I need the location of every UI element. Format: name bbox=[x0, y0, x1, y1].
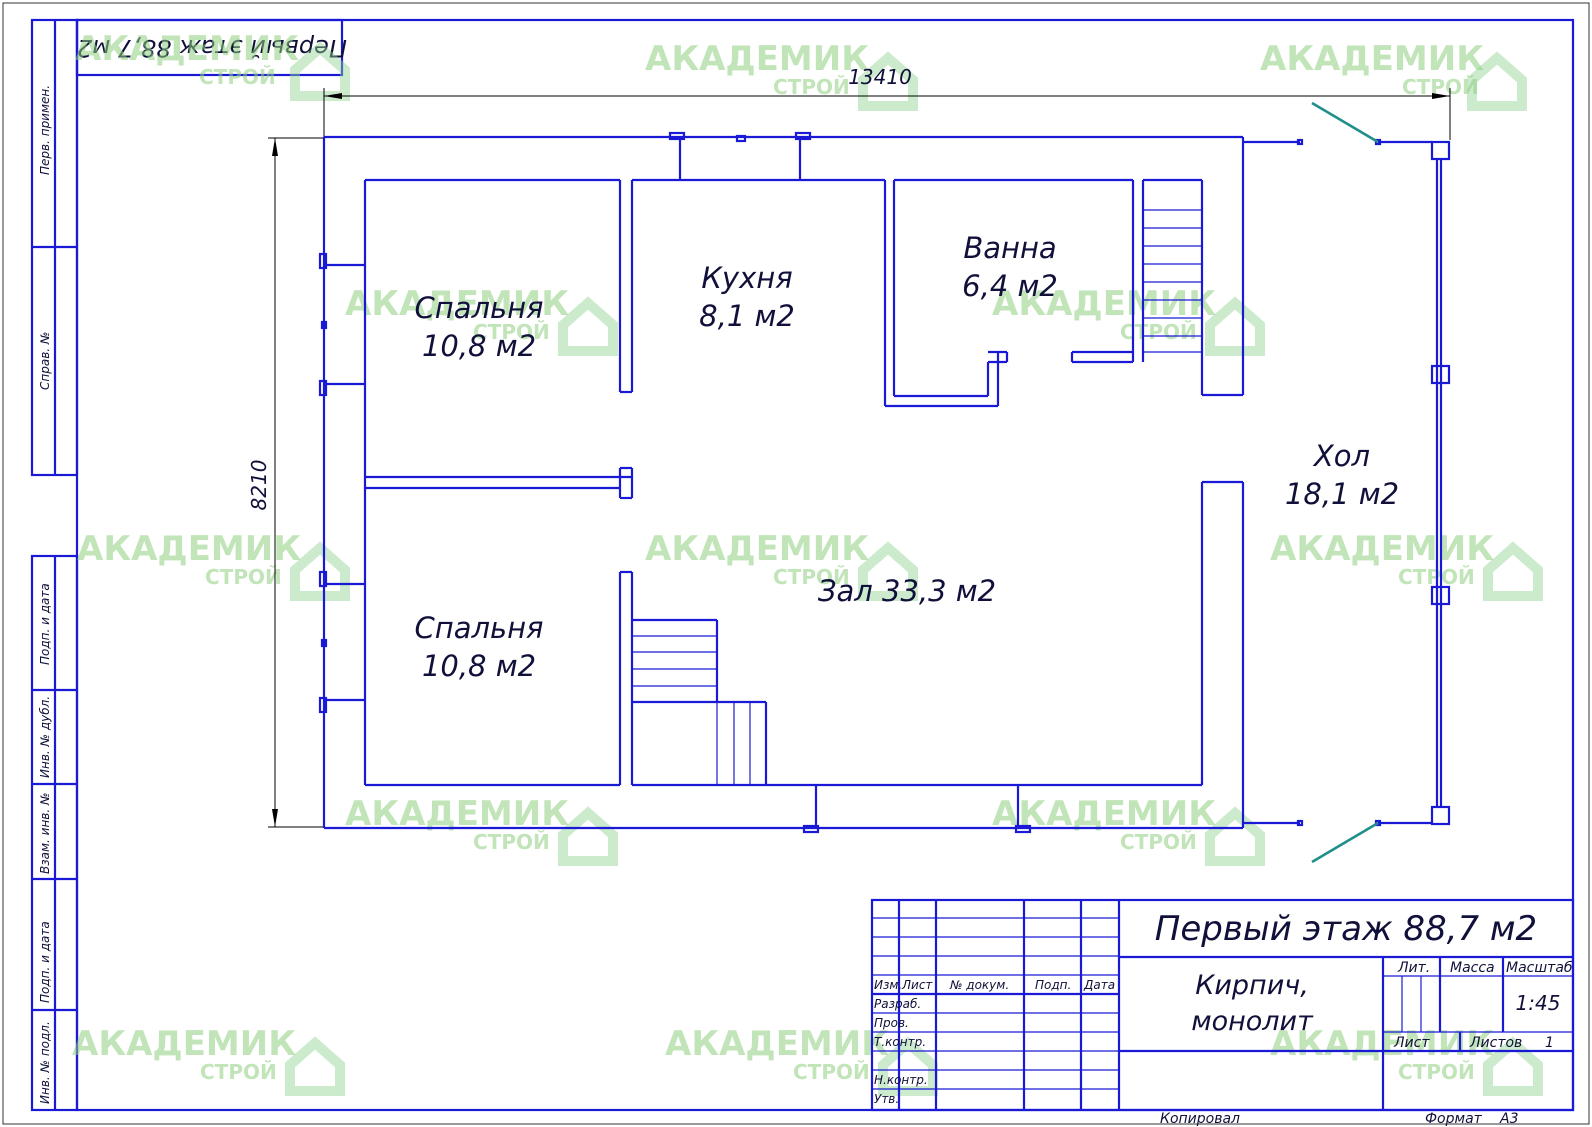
watermark-13-house-icon bbox=[1483, 1036, 1543, 1096]
stamp-inv-podl: Инв. № подл. bbox=[38, 1021, 52, 1104]
watermark-5-house-icon bbox=[1205, 296, 1265, 356]
watermark-2-house-icon bbox=[858, 51, 918, 111]
watermark-1-house-icon bbox=[290, 41, 350, 101]
room-labels: Спальня 10,8 м2 Кухня 8,1 м2 Ванна 6,4 м… bbox=[414, 231, 1399, 683]
tb-role-razrab: Разраб. bbox=[874, 997, 921, 1011]
tb-material-line2: монолит bbox=[1191, 1006, 1314, 1037]
room-hall-area: 18,1 м2 bbox=[1285, 477, 1399, 511]
watermark-13-line2: СТРОЙ bbox=[1398, 1060, 1475, 1084]
watermark-11-house-icon bbox=[285, 1036, 345, 1096]
veranda-door-bottom bbox=[1311, 821, 1379, 864]
watermark-6-line2: СТРОЙ bbox=[205, 565, 282, 589]
room-bedroom-1-name: Спальня bbox=[414, 291, 543, 325]
tb-role-utv: Утв. bbox=[874, 1092, 899, 1106]
dimension-width: 13410 bbox=[323, 65, 1451, 140]
watermark-8-house-icon bbox=[1483, 541, 1543, 601]
tb-scale-label: Масштаб bbox=[1506, 960, 1573, 976]
watermark-9-house-icon bbox=[558, 806, 618, 866]
tb-col-data: Дата bbox=[1083, 978, 1115, 992]
footer-copied: Копировал bbox=[1160, 1111, 1240, 1127]
stamp-sprav: Справ. № bbox=[38, 332, 52, 390]
dimension-width-label: 13410 bbox=[848, 65, 912, 89]
tb-sheets-value: 1 bbox=[1545, 1035, 1554, 1051]
dimension-height: 8210 bbox=[247, 137, 324, 828]
watermark-5-line2: СТРОЙ bbox=[1120, 320, 1197, 344]
watermark-2-line2: СТРОЙ bbox=[773, 75, 850, 99]
tb-role-prov: Пров. bbox=[874, 1016, 909, 1030]
floor-plan bbox=[318, 101, 1451, 864]
tb-col-izm: Изм. bbox=[874, 978, 902, 992]
watermark-5-line1: АКАДЕМИК bbox=[992, 284, 1216, 324]
room-hall-name: Хол bbox=[1312, 439, 1370, 473]
watermark-1-line2: СТРОЙ bbox=[199, 65, 276, 89]
corner-title-box: Первый этаж 88,7 м2 bbox=[75, 18, 347, 77]
watermark-11-line1: АКАДЕМИК bbox=[72, 1024, 296, 1064]
footer-format-label: Формат bbox=[1425, 1111, 1483, 1127]
room-bedroom-2-area: 10,8 м2 bbox=[422, 649, 536, 683]
watermark-2-line1: АКАДЕМИК bbox=[645, 39, 869, 79]
watermark-6-line1: АКАДЕМИК bbox=[77, 529, 301, 569]
tb-sheets-label: Листов bbox=[1469, 1035, 1522, 1051]
tb-sheet-label: Лист bbox=[1393, 1035, 1430, 1051]
room-kitchen-name: Кухня bbox=[701, 261, 792, 295]
room-bath-area: 6,4 м2 bbox=[962, 269, 1058, 303]
side-stamp: Перв. примен. Справ. № Подп. и дата Инв.… bbox=[30, 18, 79, 1112]
watermark-9-line2: СТРОЙ bbox=[473, 830, 550, 854]
room-living-name: Зал 33,3 м2 bbox=[818, 574, 996, 608]
room-kitchen-area: 8,1 м2 bbox=[699, 299, 795, 333]
watermark-1-line1: АКАДЕМИК bbox=[75, 29, 299, 69]
tb-title: Первый этаж 88,7 м2 bbox=[1155, 909, 1537, 949]
tb-role-nkontr: Н.контр. bbox=[874, 1073, 928, 1087]
watermark-7-line1: АКАДЕМИК bbox=[645, 529, 869, 569]
watermark-3-line1: АКАДЕМИК bbox=[1260, 39, 1484, 79]
room-bedroom-1-area: 10,8 м2 bbox=[422, 329, 536, 363]
watermark-10-house-icon bbox=[1205, 806, 1265, 866]
watermark-4-line1: АКАДЕМИК bbox=[345, 284, 569, 324]
stamp-perv-primen: Перв. примен. bbox=[38, 85, 52, 175]
tb-mass-label: Масса bbox=[1450, 960, 1495, 976]
watermark-7-line2: СТРОЙ bbox=[773, 565, 850, 589]
dimension-height-label: 8210 bbox=[247, 460, 271, 511]
watermark-7-house-icon bbox=[858, 541, 918, 601]
watermark-3-house-icon bbox=[1467, 51, 1527, 111]
watermark-12-house-icon bbox=[878, 1036, 938, 1096]
watermark-10-line2: СТРОЙ bbox=[1120, 830, 1197, 854]
tb-col-doc: № докум. bbox=[949, 978, 1009, 992]
tb-col-podp: Подп. bbox=[1035, 978, 1071, 992]
watermark-8-line1: АКАДЕМИК bbox=[1270, 529, 1494, 569]
stamp-inv-dubl: Инв. № дубл. bbox=[38, 696, 52, 778]
stamp-podp-data-2: Подп. и дата bbox=[38, 921, 52, 1003]
stamp-podp-data-1: Подп. и дата bbox=[38, 583, 52, 665]
tb-material-line1: Кирпич, bbox=[1195, 970, 1309, 1001]
room-bedroom-2-name: Спальня bbox=[414, 611, 543, 645]
stamp-vzam-inv: Взам. инв. № bbox=[38, 793, 52, 874]
veranda-door-top bbox=[1311, 101, 1379, 144]
room-bath-name: Ванна bbox=[963, 231, 1056, 265]
corner-title: Первый этаж 88,7 м2 bbox=[77, 34, 347, 62]
tb-scale-value: 1:45 bbox=[1516, 991, 1561, 1015]
watermark-4-line2: СТРОЙ bbox=[473, 320, 550, 344]
tb-role-tkontr: Т.контр. bbox=[874, 1035, 926, 1049]
watermark-11-line2: СТРОЙ bbox=[200, 1060, 277, 1084]
footer-format-value: А3 bbox=[1499, 1111, 1518, 1127]
tb-col-list: Лист bbox=[901, 978, 933, 992]
tb-lit-label: Лит. bbox=[1397, 960, 1430, 976]
watermark-4-house-icon bbox=[558, 296, 618, 356]
watermark-12-line2: СТРОЙ bbox=[793, 1060, 870, 1084]
title-block: Изм. Лист № докум. Подп. Дата Разраб. Пр… bbox=[870, 898, 1575, 1112]
watermark-12-line1: АКАДЕМИК bbox=[665, 1024, 889, 1064]
